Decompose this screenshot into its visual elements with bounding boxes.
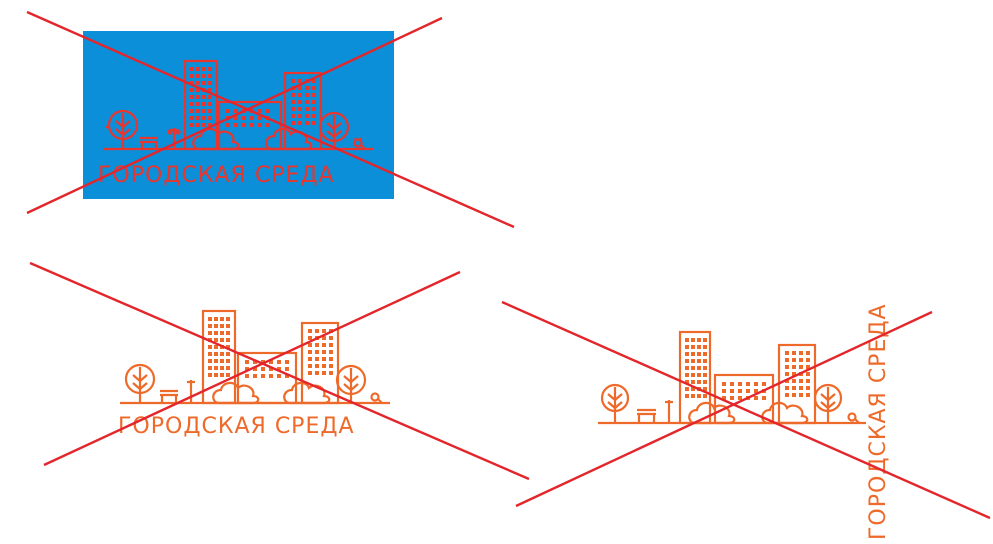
window: [234, 116, 238, 120]
window: [208, 123, 212, 127]
window: [266, 123, 270, 127]
window: [196, 116, 200, 120]
window: [196, 95, 200, 99]
window: [196, 102, 200, 106]
tree-icon: [318, 111, 350, 149]
window: [250, 123, 254, 127]
window: [208, 109, 212, 113]
window: [291, 100, 295, 104]
window: [190, 81, 194, 85]
window: [291, 114, 295, 118]
window: [312, 107, 316, 111]
window: [202, 74, 206, 78]
window: [305, 93, 309, 97]
window: [196, 123, 200, 127]
window: [202, 123, 206, 127]
window: [298, 114, 302, 118]
window: [208, 95, 212, 99]
window: [312, 121, 316, 125]
window: [208, 116, 212, 120]
window: [258, 123, 262, 127]
window: [242, 116, 246, 120]
window: [298, 100, 302, 104]
window: [196, 88, 200, 92]
window: [242, 123, 246, 127]
logo-artwork-red: [103, 59, 373, 151]
brand-name-text: ГОРОДСКАЯ СРЕДА: [98, 163, 335, 188]
window: [305, 114, 309, 118]
window: [190, 67, 194, 71]
window: [266, 109, 270, 113]
window: [190, 88, 194, 92]
window: [258, 109, 262, 113]
window: [190, 74, 194, 78]
tree-icon: [106, 109, 139, 149]
window: [202, 67, 206, 71]
window: [298, 107, 302, 111]
window: [196, 67, 200, 71]
window: [202, 109, 206, 113]
window: [208, 102, 212, 106]
window: [305, 107, 309, 111]
street-lamp-icon: [167, 128, 181, 149]
window: [291, 121, 295, 125]
window: [258, 116, 262, 120]
window: [312, 93, 316, 97]
window: [208, 67, 212, 71]
window: [190, 116, 194, 120]
window: [312, 86, 316, 90]
window: [196, 109, 200, 113]
window: [202, 81, 206, 85]
window: [312, 114, 316, 118]
window: [298, 86, 302, 90]
window: [202, 102, 206, 106]
window: [312, 100, 316, 104]
bench-icon: [140, 136, 158, 149]
window: [190, 102, 194, 106]
window: [298, 93, 302, 97]
window: [305, 100, 309, 104]
window: [226, 109, 230, 113]
window: [202, 95, 206, 99]
window: [250, 116, 254, 120]
cross-out-icon: [26, 10, 515, 229]
window: [208, 81, 212, 85]
window: [208, 74, 212, 78]
building-icon: [217, 100, 283, 151]
window: [291, 107, 295, 111]
window: [305, 86, 309, 90]
window: [234, 123, 238, 127]
window: [312, 79, 316, 83]
window: [202, 116, 206, 120]
window: [196, 81, 200, 85]
cloud-bush-icon: [265, 127, 313, 151]
window: [226, 123, 230, 127]
window: [190, 123, 194, 127]
window: [190, 109, 194, 113]
window: [298, 79, 302, 83]
cat-icon: [353, 137, 366, 150]
window: [196, 74, 200, 78]
window: [291, 93, 295, 97]
window: [291, 79, 295, 83]
window: [190, 95, 194, 99]
cloud-bush-icon: [192, 127, 240, 151]
window: [208, 88, 212, 92]
window: [298, 121, 302, 125]
window: [234, 109, 238, 113]
window: [305, 121, 309, 125]
